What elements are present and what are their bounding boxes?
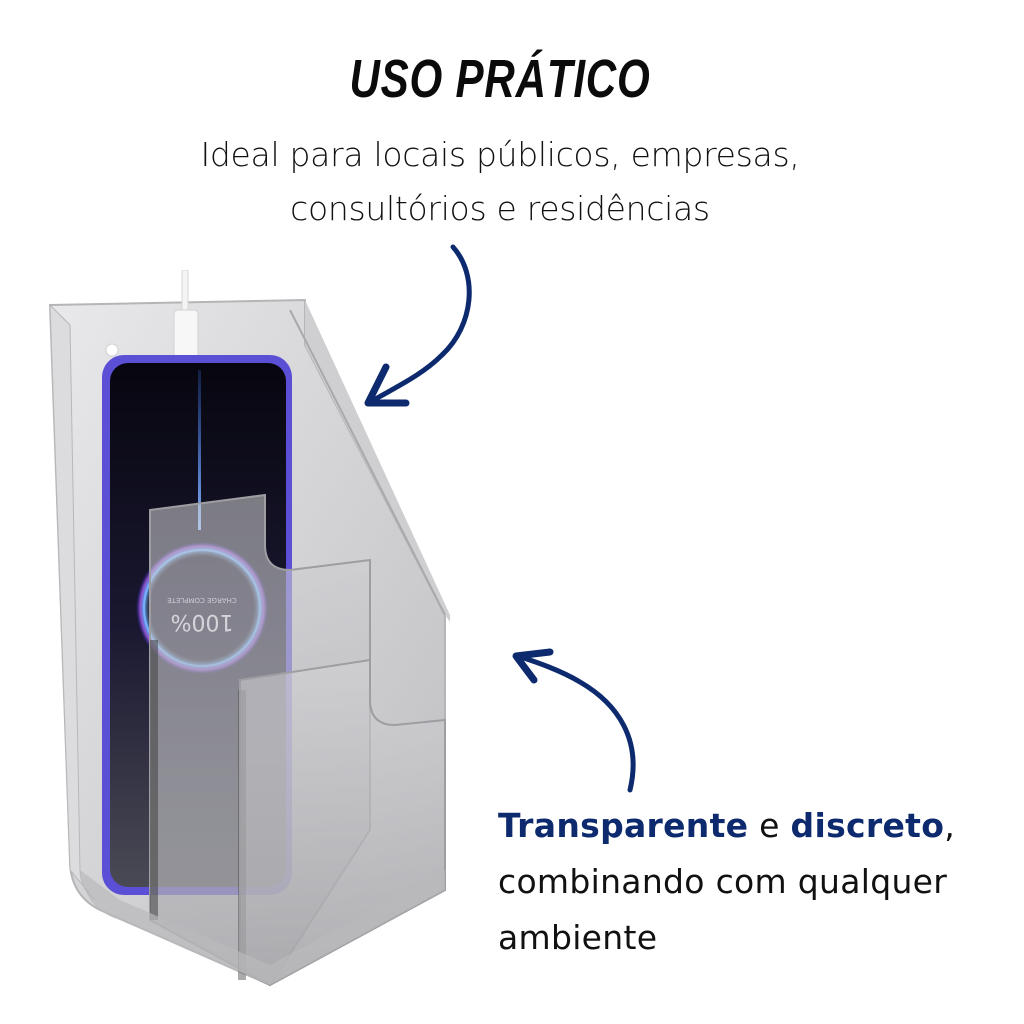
highlight-transparente: Transparente <box>498 806 749 845</box>
page-title: USO PRÁTICO <box>349 49 651 109</box>
feature-description: Transparente e discreto, combinando com … <box>498 798 998 966</box>
subtitle-line-1: Ideal para locais públicos, empresas, <box>200 135 800 174</box>
curved-arrow-up-left-icon <box>512 648 636 793</box>
feature-line-2: combinando com qualquer <box>498 862 948 901</box>
curved-arrow-down-left-icon <box>364 244 472 407</box>
subtitle: Ideal para locais públicos, empresas, co… <box>120 128 880 236</box>
product-image-phone-holder: 100% CHARGE COMPLETE <box>48 270 450 987</box>
feature-line-3: ambiente <box>498 918 658 957</box>
trailing-comma: , <box>944 806 955 845</box>
feature-line-1: Transparente e discreto, <box>498 798 998 854</box>
connector-text: e <box>748 806 791 845</box>
highlight-discreto: discreto <box>790 806 945 845</box>
subtitle-line-2: consultórios e residências <box>290 189 710 228</box>
